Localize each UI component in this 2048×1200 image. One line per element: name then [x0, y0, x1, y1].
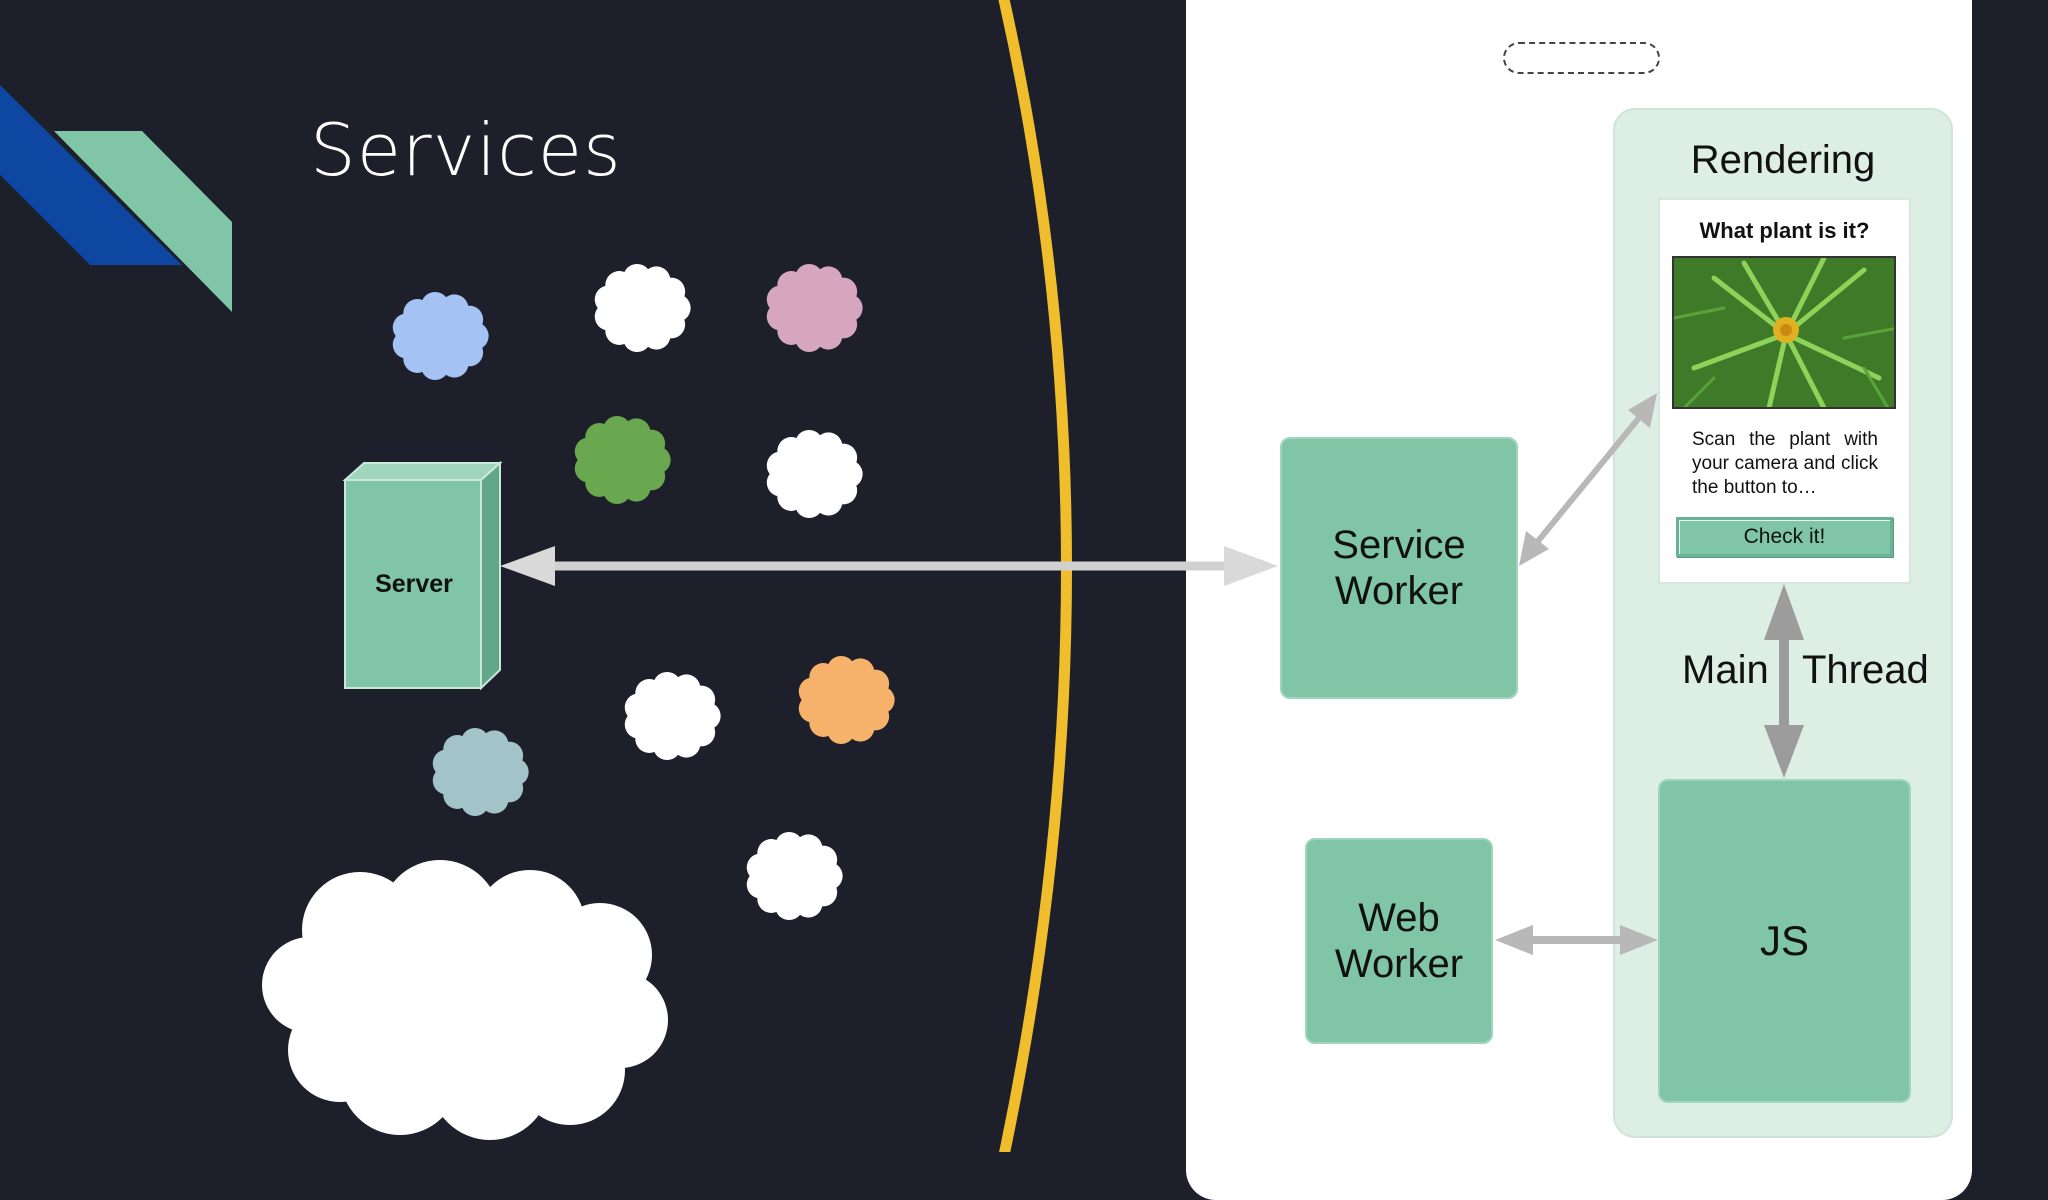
- service-worker-label-line1: Service: [1332, 523, 1466, 567]
- service-worker-rendering-arrow: [1519, 393, 1657, 566]
- blue-stripe: [0, 85, 182, 265]
- service-worker-label-line2: Worker: [1334, 569, 1464, 613]
- teal-cloud: [432, 727, 529, 817]
- check-it-button[interactable]: Check it!: [1676, 517, 1893, 557]
- white-cloud: [594, 263, 691, 353]
- services-clouds: [262, 263, 895, 1140]
- web-worker-label-line2: Worker: [1334, 942, 1464, 986]
- slide: Services Server: [0, 0, 1972, 1200]
- connection-arrows: [500, 393, 1804, 955]
- white-cloud: [746, 831, 843, 921]
- js-label: JS: [1759, 917, 1809, 964]
- web-worker-label-line1: Web: [1358, 896, 1440, 940]
- service-worker-box: Service Worker: [1280, 437, 1518, 699]
- green-cloud: [574, 415, 671, 505]
- server-box: [342, 460, 503, 691]
- internet-cloud: [262, 860, 668, 1140]
- slide-title: Services: [310, 108, 622, 192]
- white-cloud: [766, 429, 863, 519]
- web-worker-js-arrow: [1495, 925, 1658, 955]
- app-instructions: Scan the plant with your camera and clic…: [1692, 429, 1878, 498]
- phone-notch: [1503, 42, 1660, 74]
- rendering-label: Rendering: [1690, 138, 1876, 182]
- orange-cloud: [798, 655, 895, 745]
- corner-stripes: [0, 85, 232, 312]
- white-cloud: [624, 671, 721, 761]
- server-service-worker-arrow: [500, 546, 1278, 586]
- main-thread-label-thread: Thread: [1802, 648, 1929, 692]
- green-stripe: [54, 131, 232, 312]
- web-worker-box: Web Worker: [1305, 838, 1493, 1044]
- app-question: What plant is it?: [1699, 218, 1870, 243]
- main-thread-label-main: Main: [1682, 648, 1769, 692]
- main-thread-arrow: [1764, 584, 1804, 778]
- pink-cloud: [766, 263, 863, 353]
- plant-photo: [1672, 256, 1896, 409]
- blue-cloud: [392, 291, 489, 381]
- js-box: JS: [1658, 779, 1911, 1103]
- server-label: Server: [375, 570, 453, 598]
